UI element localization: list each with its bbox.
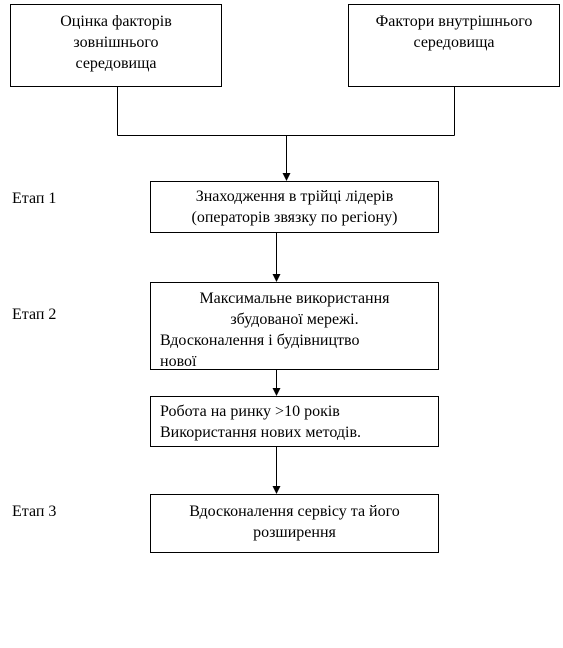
- stage-3-label: Етап 3: [12, 503, 57, 520]
- leaders-box: Знаходження в трійці лідерів (операторів…: [150, 181, 439, 233]
- network-line-1: Максимальне використання: [199, 290, 390, 307]
- network-line-4: нової: [160, 353, 197, 370]
- leaders-line-2: (операторів звязку по регіону): [191, 209, 398, 226]
- internal-factors-box: Фактори внутрішнього середовища: [348, 4, 560, 87]
- external-factors-box: Оцінка факторів зовнішнього середовища: [10, 4, 222, 87]
- market-line-2: Використання нових методів.: [160, 424, 361, 441]
- internal-factors-line-1: Фактори внутрішнього: [375, 13, 533, 30]
- external-factors-line-3: середовища: [75, 55, 157, 72]
- stage-2-label: Етап 2: [12, 306, 57, 323]
- network-line-2: збудованої мережі.: [230, 311, 359, 328]
- external-factors-line-2: зовнішнього: [73, 34, 159, 51]
- leaders-line-1: Знаходження в трійці лідерів: [195, 188, 394, 205]
- service-box: Вдосконалення сервісу та його розширення: [150, 494, 439, 553]
- network-box: Максимальне використання збудованої мере…: [150, 282, 439, 370]
- service-line-1: Вдосконалення сервісу та його: [189, 503, 400, 520]
- internal-factors-line-2: середовища: [413, 34, 495, 51]
- stage-1-label: Етап 1: [12, 190, 57, 207]
- market-box: Робота на ринку >10 років Використання н…: [150, 396, 439, 447]
- external-factors-line-1: Оцінка факторів: [60, 13, 172, 30]
- service-line-2: розширення: [253, 524, 336, 541]
- market-line-1: Робота на ринку >10 років: [160, 403, 340, 420]
- network-line-3: Вдосконалення і будівництво: [160, 332, 360, 349]
